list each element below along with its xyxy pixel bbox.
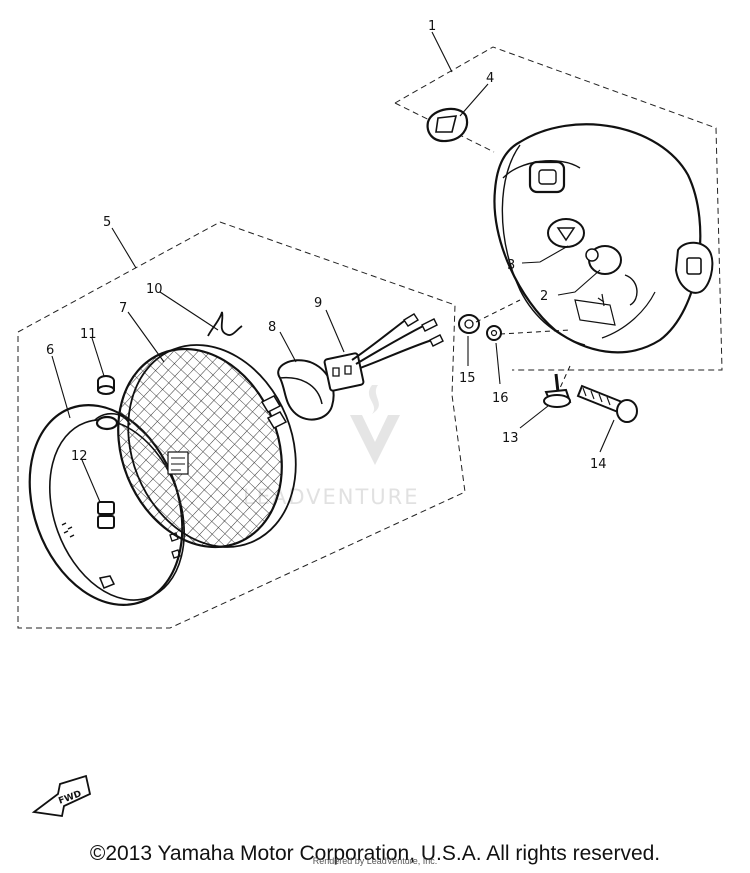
- copyright-notice: ©2013 Yamaha Motor Corporation, U.S.A. A…: [89, 842, 661, 865]
- callout-4: 4: [486, 71, 494, 86]
- callout-8: 8: [268, 320, 276, 335]
- screw-part-11: [97, 375, 115, 395]
- nut-part-15: [458, 314, 480, 334]
- grommet-part-4: [426, 107, 469, 143]
- callout-16: 16: [492, 391, 509, 406]
- assembly-lines: [475, 299, 571, 389]
- bolt-part-13: [543, 373, 572, 408]
- callout-11: 11: [80, 327, 97, 342]
- grommet-part-3: [547, 218, 585, 248]
- leader-lines: [51, 31, 615, 503]
- washer-part-16: [486, 325, 502, 341]
- sealed-beam-lens: [117, 344, 297, 549]
- headlight-shell: [493, 123, 702, 354]
- callout-15: 15: [459, 371, 476, 386]
- socket-part-8: [260, 359, 335, 429]
- callout-1: 1: [428, 19, 436, 34]
- callout-10: 10: [146, 282, 163, 297]
- clip-part-12: [97, 501, 115, 529]
- callout-9: 9: [314, 296, 322, 311]
- callout-7: 7: [119, 301, 127, 316]
- spring-part-10: [207, 311, 243, 337]
- fwd-arrow-icon: FWD: [31, 774, 92, 818]
- callout-14: 14: [590, 457, 607, 472]
- wire-harness-part-9: [323, 313, 444, 392]
- callout-3: 3: [507, 258, 515, 273]
- socket-part-2: [585, 245, 622, 275]
- callout-12: 12: [71, 449, 88, 464]
- group-outline-headlight-unit: [17, 221, 466, 629]
- side-grommet: [674, 241, 714, 294]
- rendered-by-note: Rendered by LeadVenture, Inc.: [312, 856, 438, 866]
- callout-5: 5: [103, 215, 111, 230]
- callout-2: 2: [540, 289, 548, 304]
- callout-labels: 1 2 3 4 5 6 7 8 9 10 11 12 13 14 15 16: [46, 19, 607, 472]
- group-outline-headlight-body: [394, 46, 723, 371]
- callout-13: 13: [502, 431, 519, 446]
- callout-6: 6: [46, 343, 54, 358]
- bolt-part-14: [576, 384, 638, 423]
